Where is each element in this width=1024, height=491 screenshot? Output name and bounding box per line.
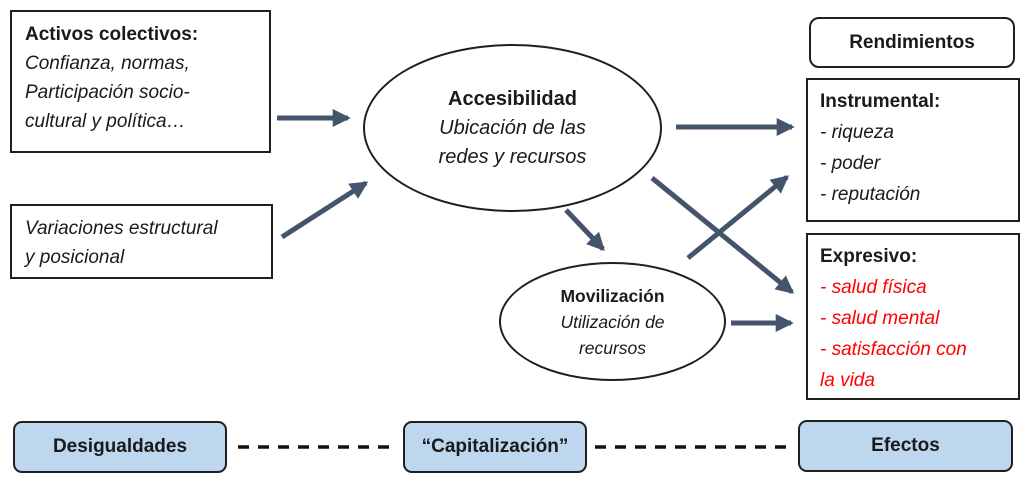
desigualdades-label: Desigualdades xyxy=(52,436,188,457)
box-rendimientos: Rendimientos xyxy=(809,17,1015,68)
box-variaciones: Variaciones estructural y posicional xyxy=(10,204,273,279)
expresivo-title: Expresivo: xyxy=(820,246,918,267)
expresivo-items: - salud física - salud mental - satisfac… xyxy=(820,277,967,391)
arrow-movilizacion-to-instrumental xyxy=(686,175,790,260)
box-activos-colectivos: Activos colectivos: Confianza, normas, P… xyxy=(10,10,271,153)
rendimientos-label: Rendimientos xyxy=(849,31,975,53)
variaciones-body: Variaciones estructural y posicional xyxy=(25,218,218,268)
capitalizacion-label: “Capitalización” xyxy=(421,436,569,457)
box-expresivo: Expresivo: - salud física - salud mental… xyxy=(806,233,1020,400)
activos-title: Activos colectivos: xyxy=(25,24,199,45)
instrumental-title: Instrumental: xyxy=(820,91,941,112)
box-instrumental: Instrumental: - riqueza - poder - reputa… xyxy=(806,78,1020,222)
activos-body: Confianza, normas, Participación socio- … xyxy=(25,53,190,132)
instrumental-items: - riqueza - poder - reputación xyxy=(820,122,921,205)
arrow-accesibilidad-to-movilizacion xyxy=(564,208,605,251)
movilizacion-subtitle: Utilización de recursos xyxy=(560,311,665,358)
accesibilidad-subtitle: Ubicación de las redes y recursos xyxy=(438,116,587,168)
pill-capitalizacion: “Capitalización” xyxy=(403,421,587,473)
pill-desigualdades: Desigualdades xyxy=(13,421,227,473)
accesibilidad-title: Accesibilidad xyxy=(448,87,577,110)
movilizacion-title: Movilización xyxy=(560,285,665,306)
arrow-variaciones-to-accesibilidad xyxy=(280,180,369,240)
ellipse-movilizacion: Movilización Utilización de recursos xyxy=(499,262,726,381)
efectos-label: Efectos xyxy=(871,435,940,456)
pill-efectos: Efectos xyxy=(798,420,1013,472)
ellipse-accesibilidad: Accesibilidad Ubicación de las redes y r… xyxy=(363,44,662,212)
